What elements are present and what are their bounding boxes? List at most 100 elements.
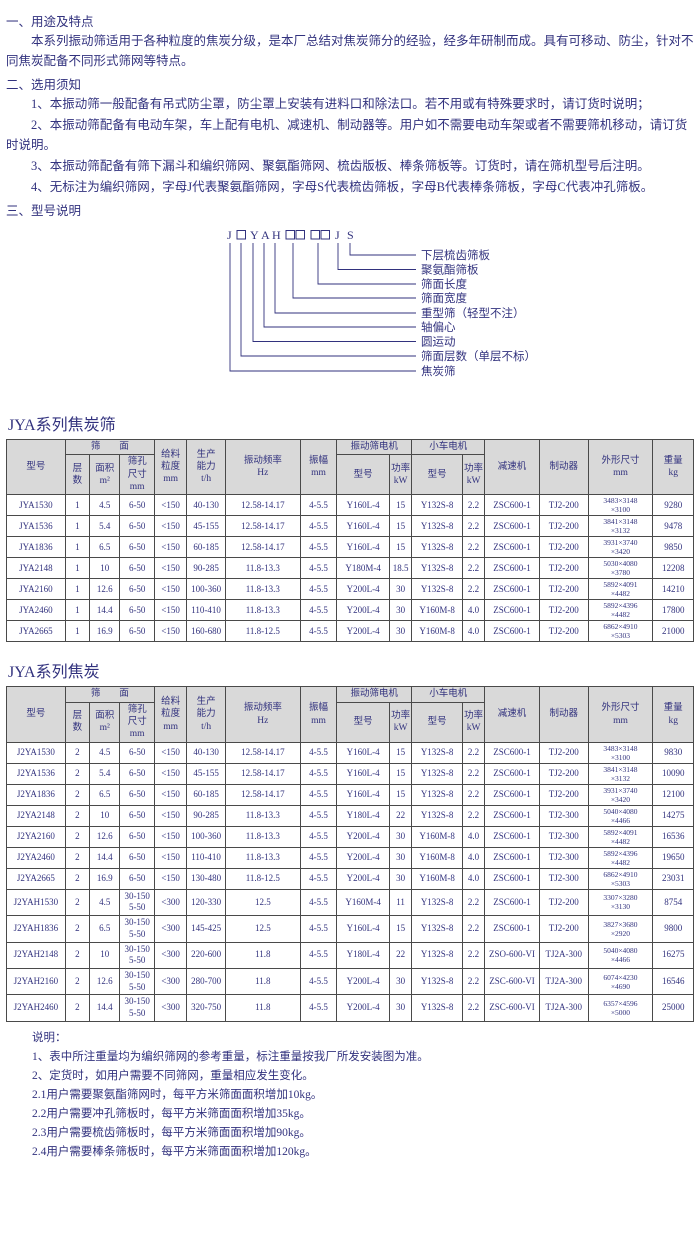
cell: 2	[64, 867, 91, 890]
cell: <150	[153, 741, 188, 764]
cell: 2	[64, 804, 91, 827]
cell: 5892×4091 ×4482	[587, 825, 654, 848]
header-frequency: 振动频率 Hz	[224, 438, 301, 496]
header-dimensions: 外形尺寸 mm	[587, 686, 654, 743]
cell: 320-750	[186, 994, 226, 1022]
cell: 4-5.5	[299, 557, 338, 580]
cell: 11.8-13.3	[224, 599, 301, 622]
cell: ZSC600-1	[484, 578, 540, 601]
cell: 4.0	[461, 846, 486, 869]
cell: Y200L-4	[336, 825, 390, 848]
cell: Y132S-8	[411, 783, 463, 806]
cell: TJ2-300	[538, 867, 589, 890]
cell: <300	[153, 941, 188, 969]
header-area: 面积 m²	[89, 701, 121, 743]
cell: 120-330	[186, 888, 226, 917]
cell: <150	[153, 578, 188, 601]
cell: 4-5.5	[299, 967, 338, 996]
cell: TJ2-200	[538, 620, 589, 643]
model-cell: J2YAH1530	[6, 888, 66, 917]
cell: TJ2-200	[538, 741, 589, 764]
selection-item-1: 1、本振动筛一般配备有吊式防尘罩，防尘罩上安装有进料口和除法口。若不用或有特殊要…	[31, 97, 650, 111]
cell: 6074×4230 ×4690	[587, 967, 654, 996]
cell: 4-5.5	[299, 515, 338, 538]
cell: 280-700	[186, 967, 226, 996]
cell: 11.8-13.3	[224, 825, 301, 848]
cell: 11.8-13.3	[224, 578, 301, 601]
cell: 2.2	[461, 804, 486, 827]
cell: Y200L-4	[336, 846, 390, 869]
cell: 4.0	[461, 620, 486, 643]
cell: 4-5.5	[299, 915, 338, 943]
cell: 5892×4091 ×4482	[587, 578, 654, 601]
cell: <300	[153, 967, 188, 996]
cell: 40-130	[186, 741, 226, 764]
cell: 18.5	[388, 557, 413, 580]
cell: 3931×3740 ×3420	[587, 783, 654, 806]
cell: 15	[388, 915, 413, 943]
jya-spec-table: 型号 筛 面 给料 粒度 mm 生产 能力 t/h 振动频率 Hz 振幅 mm …	[6, 438, 694, 643]
cell: Y132S-8	[411, 804, 463, 827]
cell: 220-600	[186, 941, 226, 969]
note-item: 2、定货时，如用户需要不同筛网，重量相应发生变化。	[32, 1070, 314, 1083]
cell: 4.5	[89, 741, 121, 764]
cell: Y132S-8	[411, 741, 463, 764]
cell: <150	[153, 762, 188, 785]
header-motor-power: 功率 kW	[388, 701, 413, 743]
cell: 4-5.5	[299, 578, 338, 601]
cell: 11.8-12.5	[224, 867, 301, 890]
cell: Y160L-4	[336, 915, 390, 943]
header-dimensions: 外形尺寸 mm	[587, 438, 654, 496]
cell: <150	[153, 515, 188, 538]
cell: 4-5.5	[299, 762, 338, 785]
cell: 6.5	[89, 915, 121, 943]
cell: Y160M-8	[411, 825, 463, 848]
cell: 6.5	[89, 536, 121, 559]
cell: ZSC600-1	[484, 620, 540, 643]
header-layers: 层 数	[64, 701, 91, 743]
cell: 14.4	[89, 599, 121, 622]
section-usage-body: 本系列振动筛适用于各种粒度的焦炭分级，是本厂总结对焦炭筛分的经验，经多年研制而成…	[6, 34, 694, 68]
selection-item-2: 2、本振动筛配备有电动车架，车上配有电机、减速机、制动器等。用户如不需要电动车架…	[6, 118, 688, 152]
cell: 12.5	[224, 888, 301, 917]
model-cell: J2YA1530	[6, 741, 66, 764]
cell: Y160M-8	[411, 620, 463, 643]
cell: 90-285	[186, 557, 226, 580]
cell: TJ2A-300	[538, 994, 589, 1022]
cell: 1	[64, 557, 91, 580]
cell: <150	[153, 536, 188, 559]
header-feed-size: 给料 粒度 mm	[153, 686, 188, 743]
cell: 11.8-12.5	[224, 620, 301, 643]
cell: 2.2	[461, 888, 486, 917]
cell: 6-50	[119, 620, 155, 643]
cell: 14275	[652, 804, 694, 827]
cell: TJ2-200	[538, 762, 589, 785]
cell: 2	[64, 915, 91, 943]
cell: 30	[388, 825, 413, 848]
header-weight: 重量 kg	[652, 438, 694, 496]
cell: <150	[153, 557, 188, 580]
cell: ZSC600-1	[484, 783, 540, 806]
model-cell: JYA1536	[6, 515, 66, 538]
cell: 6.5	[89, 783, 121, 806]
table1-title: JYA系列焦炭筛	[8, 417, 116, 434]
cell: Y200L-4	[336, 620, 390, 643]
cell: 2.2	[461, 915, 486, 943]
cell: ZSC600-1	[484, 915, 540, 943]
cell: 2.2	[461, 578, 486, 601]
code-box	[295, 230, 305, 240]
cell: 10	[89, 804, 121, 827]
diagram-label-heavy-type: 重型筛（轻型不注）	[421, 306, 525, 320]
cell: TJ2-200	[538, 599, 589, 622]
cell: 15	[388, 536, 413, 559]
model-cell: J2YAH2148	[6, 941, 66, 969]
cell: 1	[64, 578, 91, 601]
cell: 12.6	[89, 578, 121, 601]
diagram-label-polyurethane-plate: 聚氨酯筛板	[421, 263, 479, 277]
cell: TJ2-200	[538, 494, 589, 517]
header-motor-model: 型号	[336, 701, 390, 743]
